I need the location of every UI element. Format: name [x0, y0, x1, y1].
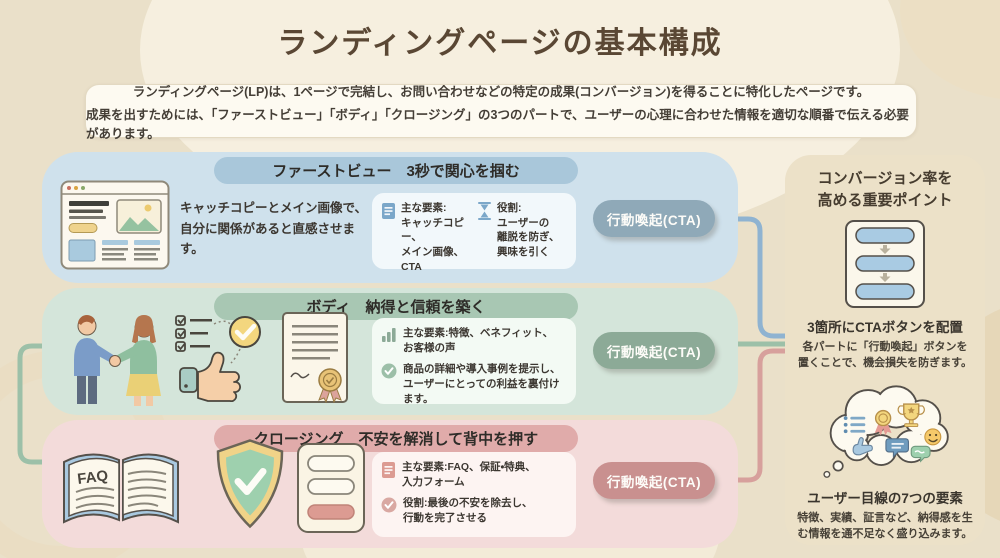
arrow-down-icon: [879, 244, 891, 254]
section-closing: クロージング 不安を解消して背中を押す FAQ: [42, 420, 738, 548]
check-circle-icon: [381, 363, 397, 406]
point-cta-placement-heading: 3箇所にCTAボタンを配置: [807, 319, 963, 335]
cta-button-closing[interactable]: 行動喚起(CTA): [593, 462, 715, 499]
intro-line2: 成果を出すためには、「ファーストビュー」「ボディ」「クロージング」の3つのパート…: [86, 107, 909, 141]
shield-check-illustration: [216, 439, 284, 529]
first-view-elements: 主な要素: キャッチコピー、 メイン画像、 CTA: [381, 201, 471, 273]
chat-bubble-icon: [910, 445, 931, 463]
handshake-illustration: [74, 315, 161, 406]
list-icon: [843, 415, 866, 433]
first-view-description: キャッチコピーとメイン画像で、 自分に関係があると直感させます。: [180, 201, 368, 257]
closing-role: 役割:最後の不安を除去し、 行動を完了させる: [381, 496, 567, 525]
first-view-role: 役割: ユーザーの 離脱を防ぎ、 興味を引く: [477, 201, 567, 261]
side-panel-title: コンバージョン率を 高める重要ポイント: [817, 170, 953, 209]
thought-bubble-illustration: [823, 384, 949, 478]
section-body-header: ボディ 納得と信頼を築く: [214, 293, 578, 320]
point-user-elements-text: 特徴、実績、証言など、納得感を生 む情報を通不足なく盛り込みます。: [797, 511, 973, 541]
intro-line1: ランディングページ(LP)は、1ページで完結し、お問い合わせなどの特定の成果(コ…: [132, 84, 870, 99]
section-closing-header: クロージング 不安を解消して背中を押す: [214, 425, 578, 452]
medal-icon: [874, 409, 892, 435]
closing-card: 主な要素:FAQ、保証・特典、 入力フォーム 役割:最後の不安を除去し、 行動を…: [372, 452, 576, 537]
closing-elements: 主な要素:FAQ、保証・特典、 入力フォーム: [381, 460, 567, 489]
cta-button-body[interactable]: 行動喚起(CTA): [593, 332, 715, 369]
speech-bubble-icon: [885, 437, 909, 458]
trophy-icon: [897, 402, 925, 427]
section-first-view: ファーストビュー 3秒で関心を掴む キャッチコピーとメイン画像で、 自分に関係が…: [42, 152, 738, 283]
browser-mockup-illustration: [60, 180, 170, 270]
check-circle-icon: [381, 497, 397, 525]
cta-button-first-view[interactable]: 行動喚起(CTA): [593, 200, 715, 237]
hourglass-icon: [477, 202, 492, 261]
form-illustration: [297, 443, 365, 533]
smiley-icon: [924, 427, 942, 445]
checklist-thumbs-up-illustration: [175, 315, 261, 403]
body-role: 商品の詳細や導入事例を提示し、 ユーザーにとっての利益を裏付けます。: [381, 362, 567, 406]
arrow-down-icon: [879, 272, 891, 282]
hand-icon: [852, 436, 873, 455]
document-icon: [381, 461, 396, 489]
connector-closing: [729, 348, 795, 483]
cta-stack-illustration: [845, 219, 925, 308]
bar-chart-icon: [381, 327, 397, 355]
faq-book-illustration: FAQ: [63, 453, 179, 524]
certificate-illustration: [282, 312, 348, 404]
side-panel: コンバージョン率を 高める重要ポイント 3箇所にCTAボタンを配置 各パートに「…: [785, 155, 985, 545]
point-user-elements-heading: ユーザー目線の7つの要素: [807, 490, 963, 506]
document-icon: [381, 202, 396, 261]
first-view-card: 主な要素: キャッチコピー、 メイン画像、 CTA 役割: ユーザーの 離脱を防…: [372, 193, 576, 273]
section-body: ボディ 納得と信頼を築く: [42, 288, 738, 415]
section-first-view-header: ファーストビュー 3秒で関心を掴む: [214, 157, 578, 184]
point-cta-placement-text: 各パートに「行動喚起」ボタンを 置くことで、機会損失を防ぎます。: [797, 340, 973, 370]
page-title: ランディングページの基本構成: [277, 27, 723, 60]
faq-label: FAQ: [76, 467, 109, 488]
connector-first-view: [729, 216, 795, 339]
connector-body-to-closing: [17, 343, 51, 465]
intro-box: ランディングページ(LP)は、1ページで完結し、お問い合わせなどの特定の成果(コ…: [85, 84, 917, 141]
body-elements: 主な要素:特徴、ベネフィット、 お客様の声: [381, 326, 567, 355]
body-card: 主な要素:特徴、ベネフィット、 お客様の声 商品の詳細や導入事例を提示し、 ユー…: [372, 318, 576, 406]
